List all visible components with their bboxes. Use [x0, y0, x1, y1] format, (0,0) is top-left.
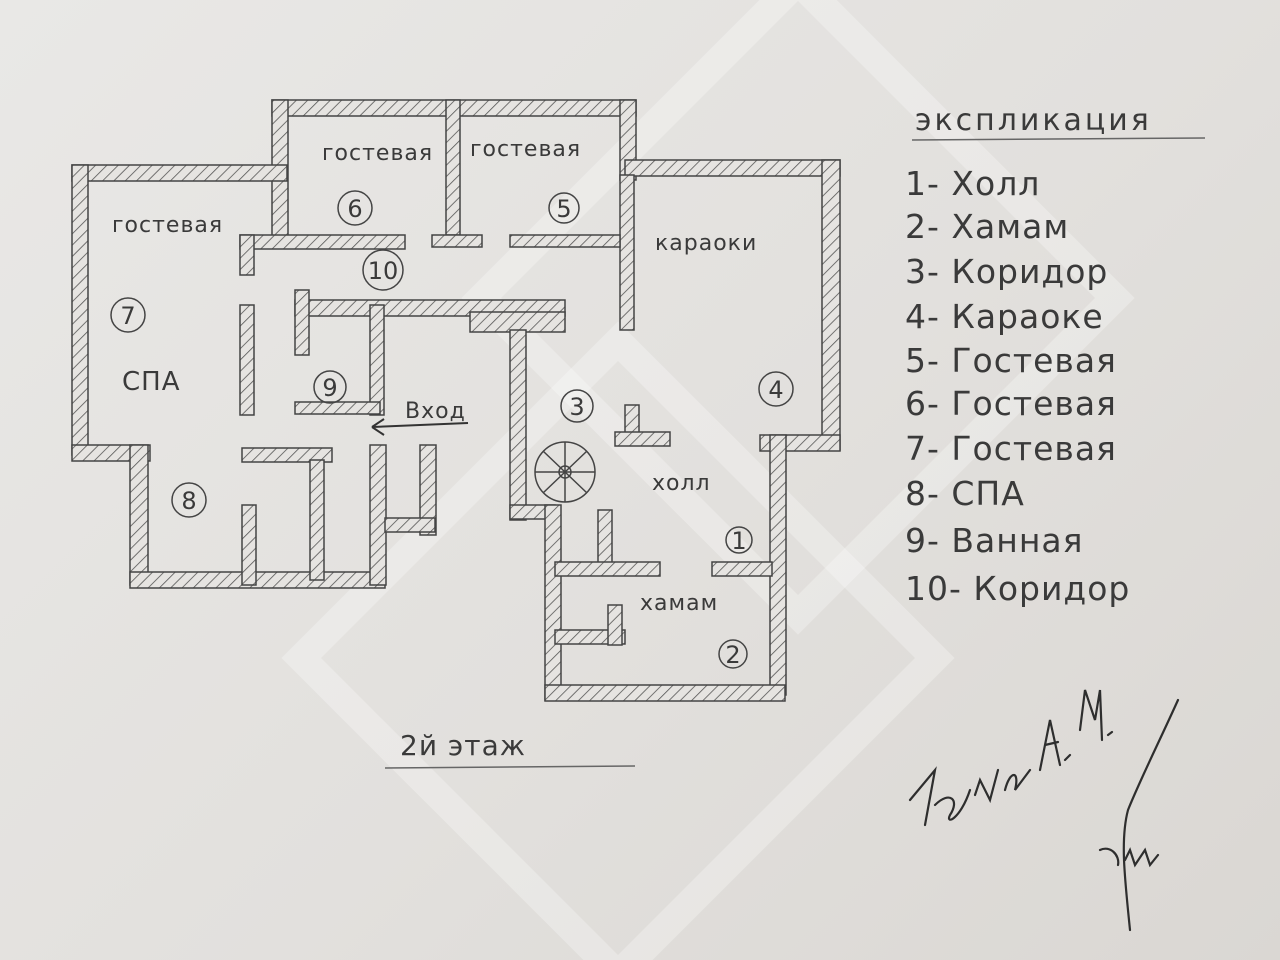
room-number: 8 — [181, 487, 196, 515]
legend-item: 1- Холл — [905, 164, 1040, 203]
room-label-guest: гостевая — [112, 213, 223, 238]
room-number: 1 — [731, 527, 746, 555]
legend-item: 4- Караоке — [905, 297, 1104, 336]
handwritten-signature — [908, 689, 1180, 932]
legend-item: 8- СПА — [905, 474, 1025, 513]
room-label-hamam: хамам — [640, 591, 718, 616]
legend-item: 10- Коридор — [905, 569, 1130, 608]
legend-item: 2- Хамам — [905, 207, 1069, 246]
room-label-guest: гостевая — [322, 141, 433, 166]
legend-title-underline — [911, 137, 1206, 141]
room-number: 7 — [120, 302, 135, 330]
floor-label: 2й этаж — [400, 729, 526, 762]
legend-item: 6- Гостевая — [905, 384, 1117, 423]
room-label-hall: холл — [652, 471, 711, 496]
legend-title: экспликация — [915, 103, 1152, 138]
legend-item: 7- Гостевая — [905, 429, 1117, 468]
legend-item: 5- Гостевая — [905, 341, 1117, 380]
room-number: 6 — [347, 195, 362, 223]
walls — [71, 99, 841, 702]
floor-label-underline — [384, 765, 636, 769]
room-number: 4 — [768, 376, 783, 404]
legend-item: 9- Ванная — [905, 521, 1083, 560]
spiral-staircase — [534, 441, 596, 503]
room-label-guest: гостевая — [470, 137, 581, 162]
legend-item: 3- Коридор — [905, 252, 1108, 291]
room-label-karaoke: караоки — [655, 231, 757, 256]
room-label-entrance: Вход — [405, 399, 466, 424]
room-label-spa: СПА — [122, 367, 181, 397]
room-number-markers: 1 2 3 4 5 6 7 8 9 10 — [110, 190, 794, 669]
room-number: 5 — [556, 195, 571, 223]
entrance-arrow — [371, 418, 469, 436]
room-number: 9 — [322, 374, 337, 402]
room-number: 3 — [569, 393, 584, 421]
room-number: 10 — [368, 257, 399, 285]
room-number: 2 — [725, 641, 740, 669]
